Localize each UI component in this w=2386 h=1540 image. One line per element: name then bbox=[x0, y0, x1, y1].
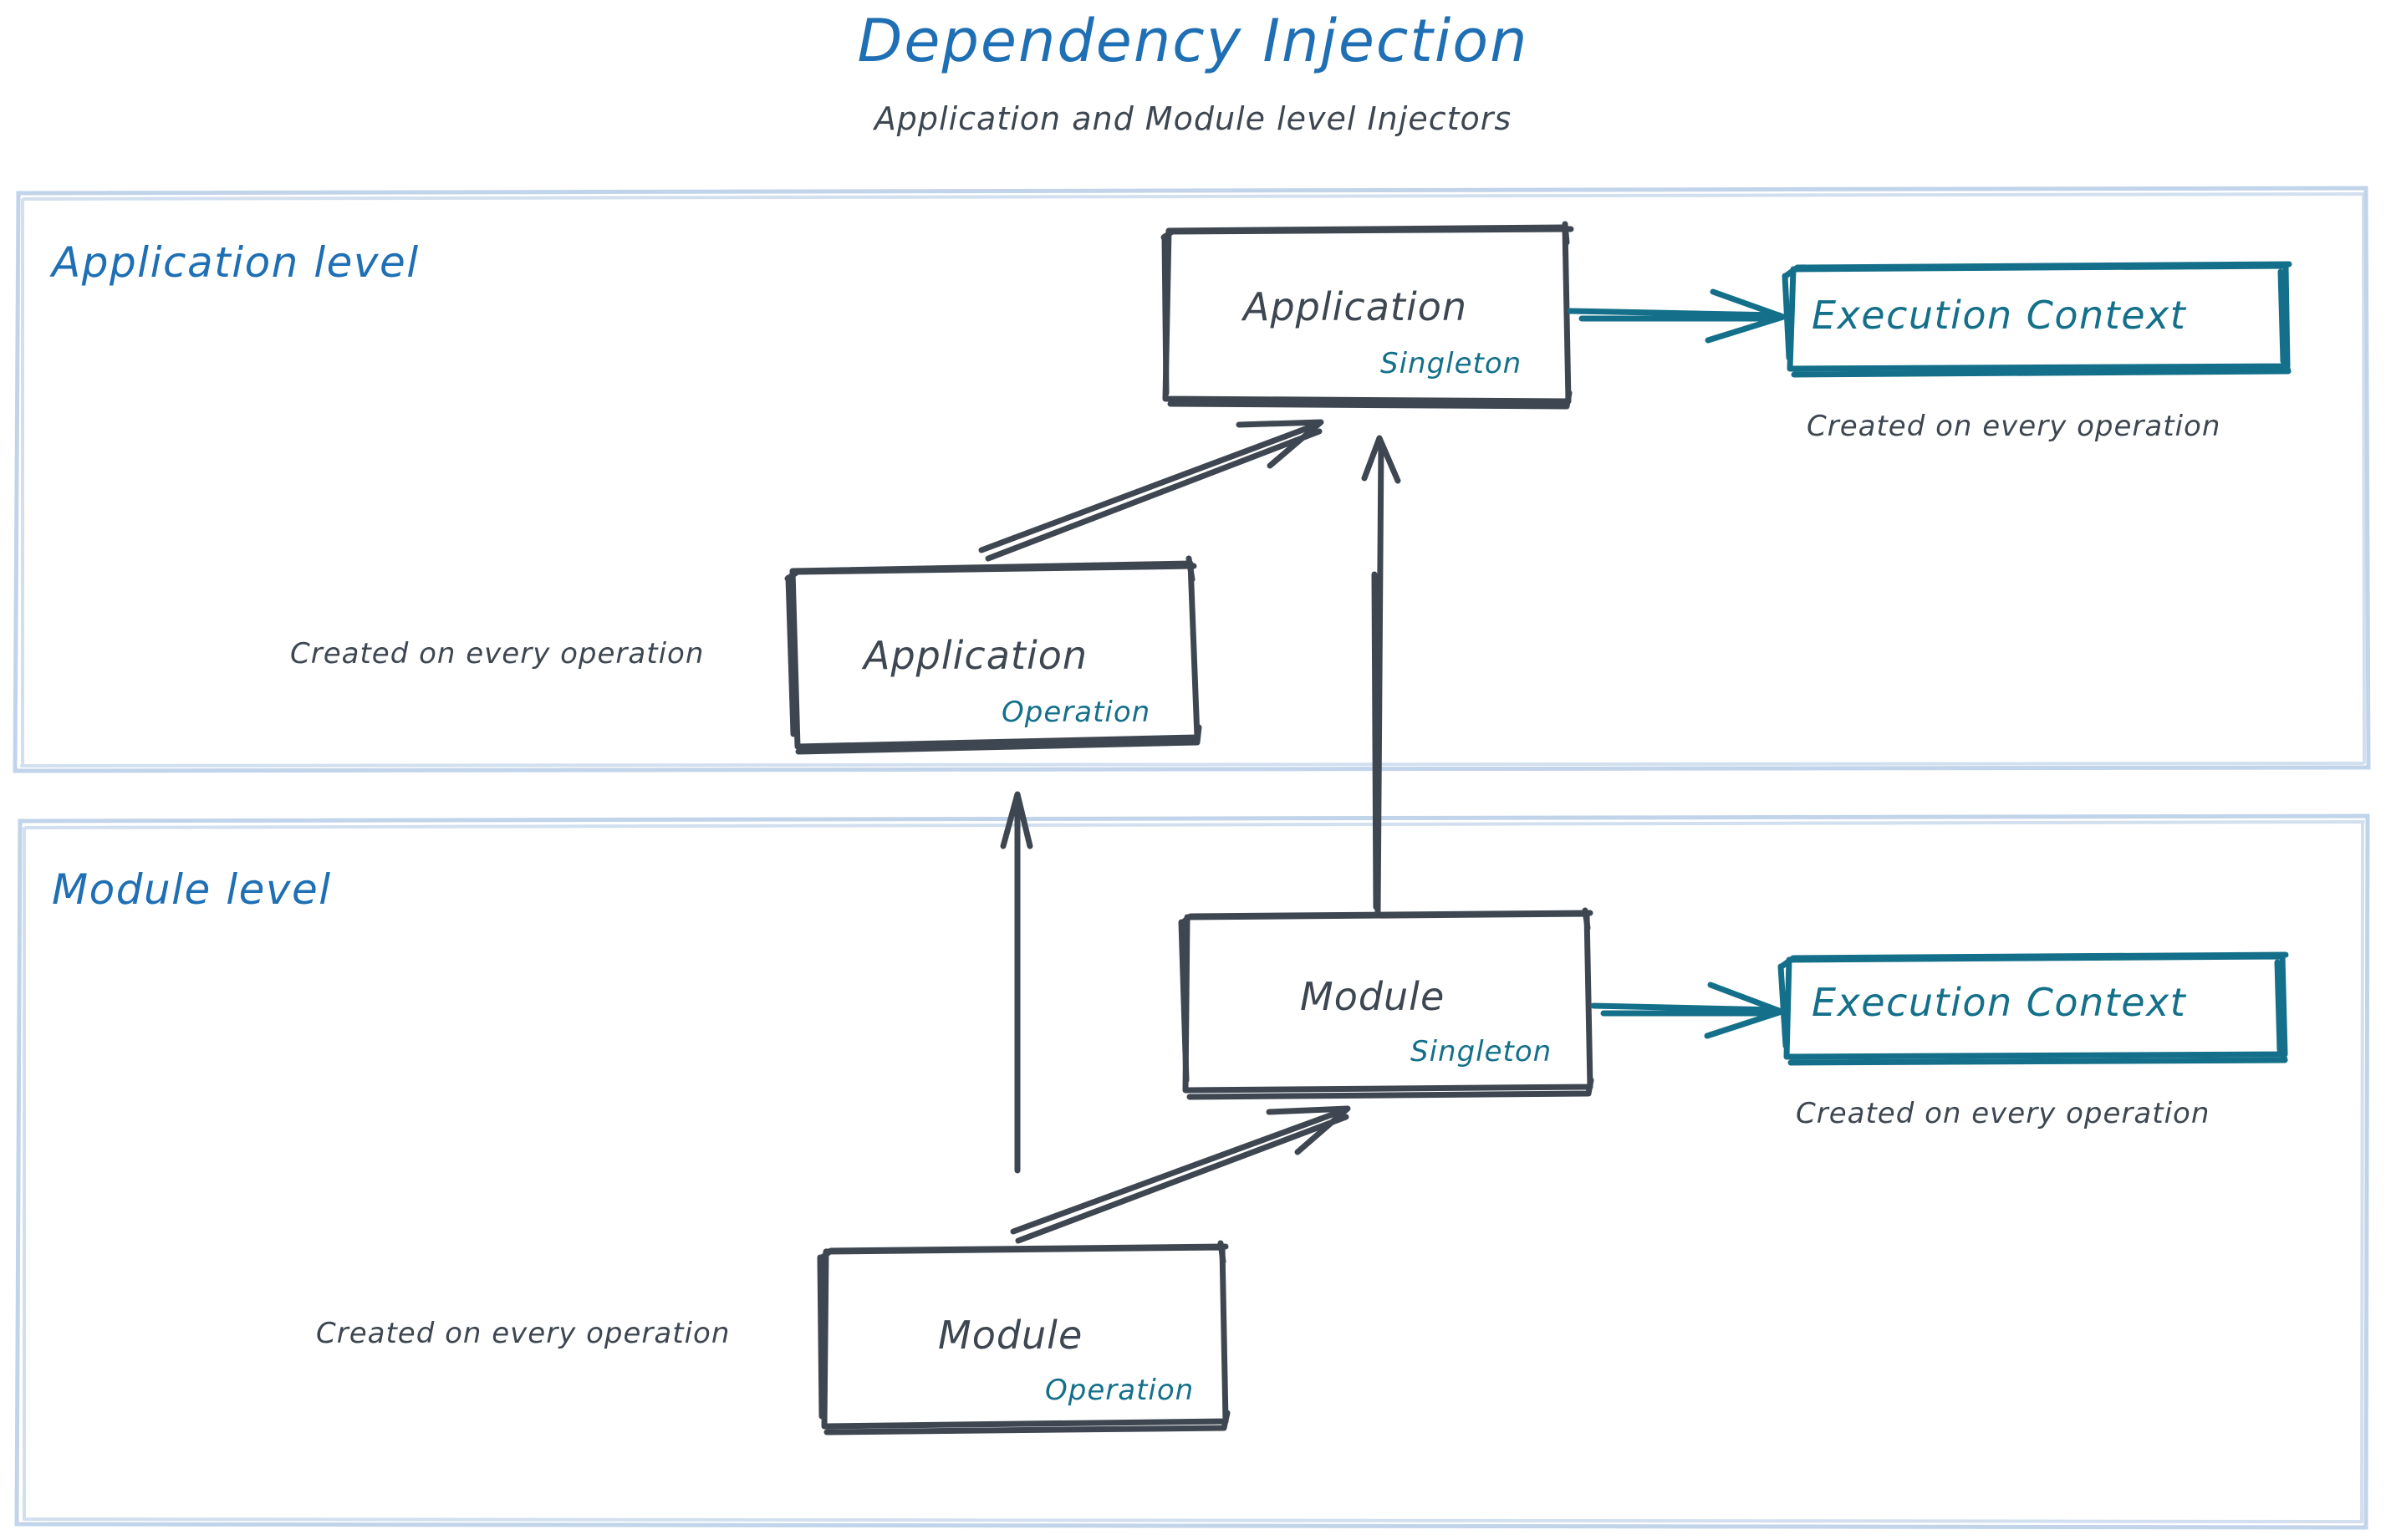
arrow-application-to-execution-context bbox=[1567, 288, 1787, 344]
note-execution-context-module: Created on every operation bbox=[1796, 1097, 2210, 1130]
node-scope-module-operation: Operation bbox=[1045, 1374, 1195, 1407]
section-label-module-level: Module level bbox=[52, 865, 332, 914]
page-title: Dependency Injection bbox=[857, 7, 1529, 75]
arrow-module-operation-to-singleton bbox=[1010, 1105, 1351, 1244]
node-label-module-operation: Module bbox=[938, 1313, 1083, 1358]
note-module-operation: Created on every operation bbox=[316, 1317, 731, 1350]
node-label-execution-context-module: Execution Context bbox=[1812, 980, 2187, 1025]
node-label-application-operation: Application bbox=[864, 633, 1088, 678]
arrow-module-operation-to-application-operation bbox=[1000, 791, 1033, 1174]
arrow-module-singleton-to-application-singleton bbox=[1361, 435, 1401, 916]
note-application-operation: Created on every operation bbox=[290, 637, 705, 671]
node-label-module-singleton: Module bbox=[1300, 974, 1445, 1019]
arrow-module-to-execution-context bbox=[1590, 982, 1785, 1039]
node-scope-application-singleton: Singleton bbox=[1380, 347, 1522, 380]
node-label-application-singleton: Application bbox=[1243, 284, 1468, 329]
note-execution-context-application: Created on every operation bbox=[1807, 410, 2221, 443]
arrow-application-operation-to-singleton bbox=[978, 419, 1324, 562]
node-scope-application-operation: Operation bbox=[1002, 696, 1151, 729]
container-module-level bbox=[14, 813, 2370, 1530]
node-scope-module-singleton: Singleton bbox=[1410, 1035, 1552, 1068]
page-subtitle: Application and Module level Injectors bbox=[874, 100, 1512, 137]
node-label-execution-context-application: Execution Context bbox=[1812, 293, 2187, 338]
section-label-application-level: Application level bbox=[52, 238, 420, 287]
